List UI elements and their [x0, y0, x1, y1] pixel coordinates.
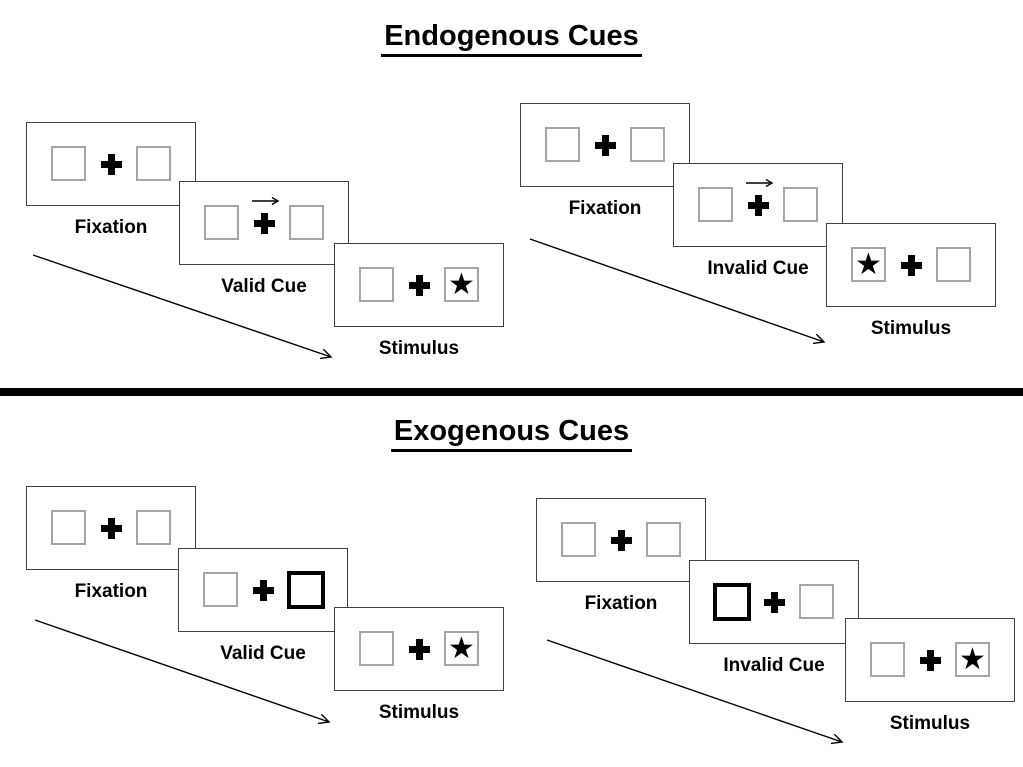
left-placeholder-box	[870, 642, 905, 677]
panel-exogenous-invalid-fixation	[536, 498, 706, 582]
panel-label-invalid-cue: Invalid Cue	[707, 258, 809, 279]
panel-label-stimulus: Stimulus	[378, 338, 460, 359]
right-arrow-cue-icon	[746, 178, 774, 188]
star-icon: ★	[959, 643, 986, 676]
endogenous-section-title: Endogenous Cues	[0, 20, 1023, 57]
panel-exogenous-valid-stimulus: ★	[334, 607, 504, 691]
panel-endogenous-invalid-stimulus: ★	[826, 223, 996, 307]
fixation-cross-icon	[748, 195, 769, 216]
panel-label-stimulus: Stimulus	[889, 713, 971, 734]
panel-label-fixation: Fixation	[74, 217, 148, 238]
left-placeholder-box	[204, 205, 239, 240]
right-placeholder-box	[136, 146, 171, 181]
fixation-cross-icon	[595, 135, 616, 156]
section-divider	[0, 388, 1023, 396]
exogenous-title-text: Exogenous Cues	[390, 415, 633, 452]
panel-exogenous-invalid-cue	[689, 560, 859, 644]
left-placeholder-box	[698, 187, 733, 222]
panel-endogenous-invalid-cue	[673, 163, 843, 247]
time-arrow-exogenous-valid	[34, 619, 329, 722]
fixation-cross-icon	[254, 213, 275, 234]
panel-label-invalid-cue: Invalid Cue	[723, 655, 825, 676]
right-placeholder-box	[646, 522, 681, 557]
panel-label-stimulus: Stimulus	[870, 318, 952, 339]
right-placeholder-box	[630, 127, 665, 162]
fixation-cross-icon	[409, 275, 430, 296]
panel-label-valid-cue: Valid Cue	[221, 276, 307, 297]
endogenous-title-text: Endogenous Cues	[381, 20, 642, 57]
panel-exogenous-valid-cue	[178, 548, 348, 632]
fixation-cross-icon	[920, 650, 941, 671]
right-arrow-cue-icon	[252, 196, 280, 206]
panel-label-stimulus: Stimulus	[378, 702, 460, 723]
panel-label-valid-cue: Valid Cue	[220, 643, 306, 664]
left-placeholder-box	[359, 267, 394, 302]
star-icon: ★	[448, 632, 475, 665]
panel-endogenous-valid-fixation	[26, 122, 196, 206]
right-target-box: ★	[444, 631, 479, 666]
left-placeholder-box	[545, 127, 580, 162]
fixation-cross-icon	[901, 255, 922, 276]
fixation-cross-icon	[101, 518, 122, 539]
left-highlighted-cue-box	[713, 583, 751, 621]
fixation-cross-icon	[253, 580, 274, 601]
left-placeholder-box	[561, 522, 596, 557]
right-target-box: ★	[955, 642, 990, 677]
right-placeholder-box	[799, 584, 834, 619]
panel-exogenous-invalid-stimulus: ★	[845, 618, 1015, 702]
fixation-cross-icon	[611, 530, 632, 551]
left-placeholder-box	[359, 631, 394, 666]
panel-exogenous-valid-fixation	[26, 486, 196, 570]
fixation-cross-icon	[409, 639, 430, 660]
panel-endogenous-valid-cue	[179, 181, 349, 265]
panel-endogenous-valid-stimulus: ★	[334, 243, 504, 327]
right-target-box: ★	[444, 267, 479, 302]
left-placeholder-box	[51, 510, 86, 545]
left-placeholder-box	[203, 572, 238, 607]
exogenous-section-title: Exogenous Cues	[0, 415, 1023, 452]
left-target-box: ★	[851, 247, 886, 282]
right-placeholder-box	[783, 187, 818, 222]
right-placeholder-box	[136, 510, 171, 545]
fixation-cross-icon	[101, 154, 122, 175]
left-placeholder-box	[51, 146, 86, 181]
fixation-cross-icon	[764, 592, 785, 613]
right-highlighted-cue-box	[287, 571, 325, 609]
right-placeholder-box	[289, 205, 324, 240]
star-icon: ★	[855, 248, 882, 281]
panel-endogenous-invalid-fixation	[520, 103, 690, 187]
star-icon: ★	[448, 268, 475, 301]
panel-label-fixation: Fixation	[74, 581, 148, 602]
panel-label-fixation: Fixation	[568, 198, 642, 219]
time-arrow-endogenous-valid	[32, 254, 331, 357]
right-placeholder-box	[936, 247, 971, 282]
panel-label-fixation: Fixation	[584, 593, 658, 614]
time-arrow-endogenous-invalid	[529, 238, 824, 342]
